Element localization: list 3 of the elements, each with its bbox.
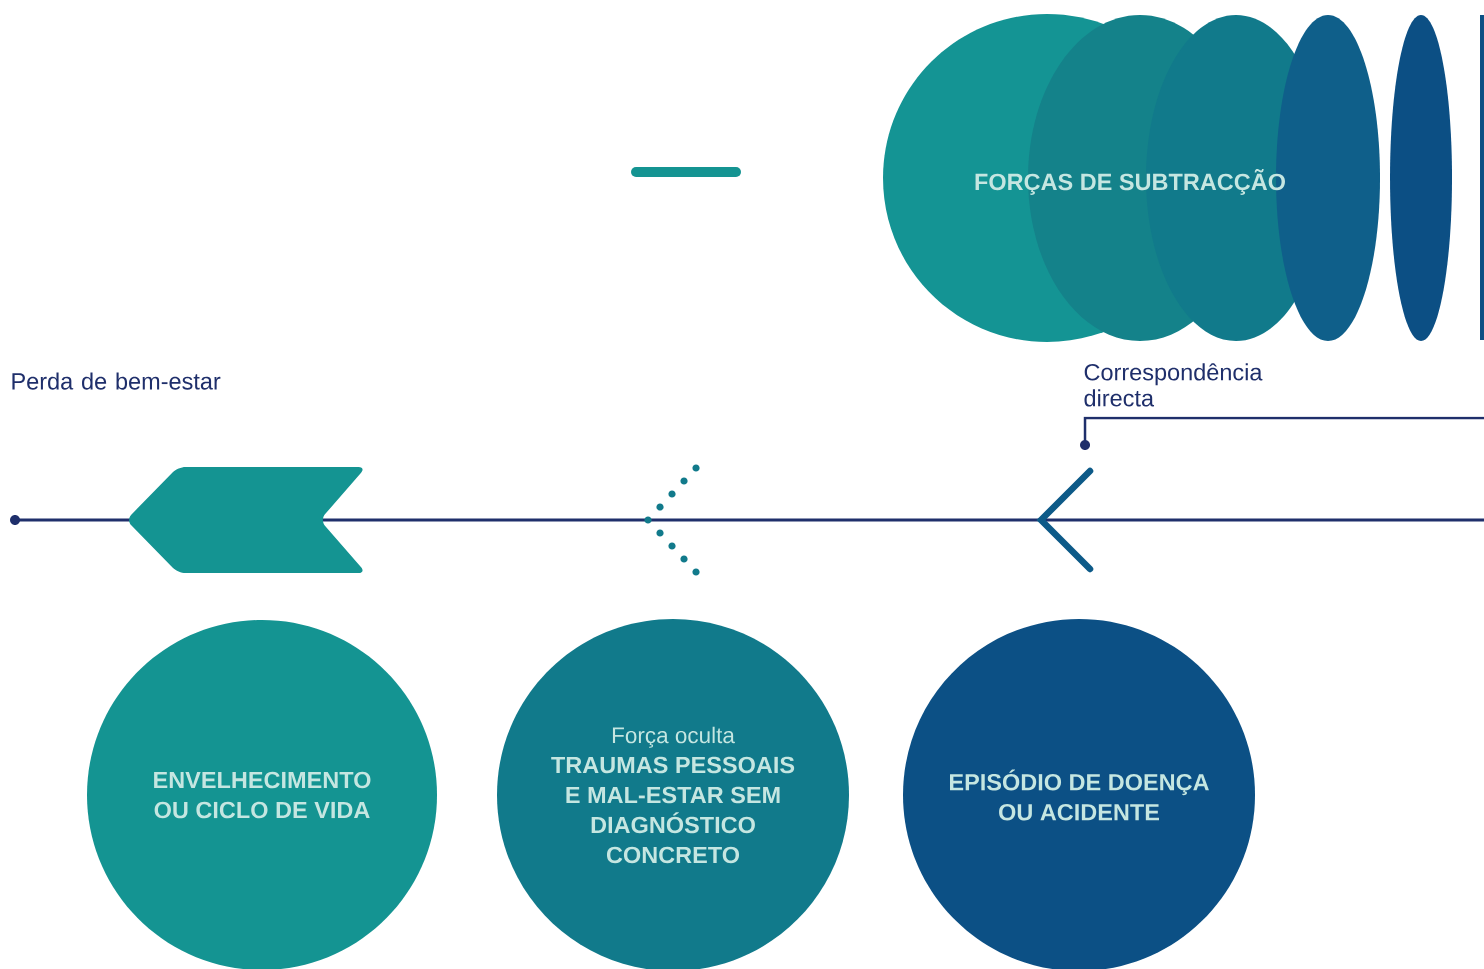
caption-text: Perda de bem-estar [12, 372, 221, 390]
caption-text: Correspondência directa [1084, 363, 1263, 407]
overlapping-ellipses-drawing: FORÇAS DE SUBTRACÇÃO [883, 14, 1452, 342]
